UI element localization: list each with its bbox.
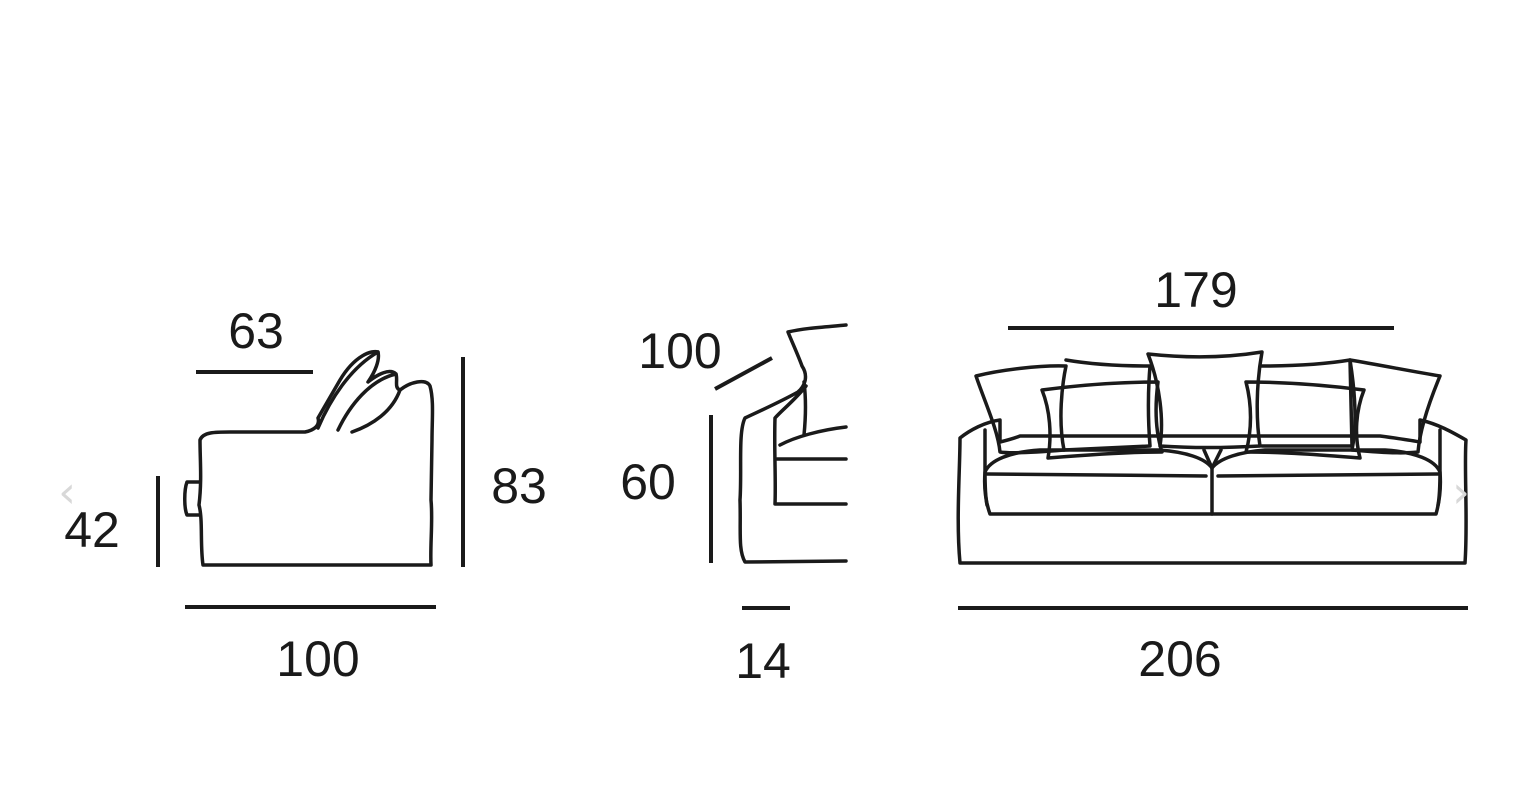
dim-line-diagonal-depth bbox=[714, 356, 773, 391]
side-view-body bbox=[197, 349, 435, 567]
front-view-seat-cushion-left bbox=[982, 448, 1214, 516]
detail-view-back-cushion bbox=[802, 380, 808, 437]
detail-view: 100 60 14 bbox=[620, 323, 848, 689]
label-inner-width: 179 bbox=[1154, 262, 1237, 318]
front-view-center-cushion bbox=[1146, 350, 1264, 450]
detail-view-inner-arm bbox=[772, 384, 848, 506]
previous-image-button[interactable]: ‹ bbox=[52, 462, 82, 522]
front-view-throw-pillow-right bbox=[1244, 380, 1366, 460]
label-total-depth: 100 bbox=[276, 631, 359, 687]
side-view-leg bbox=[183, 480, 202, 517]
front-view-center-divider bbox=[1202, 448, 1223, 470]
front-view-back-cushion-1 bbox=[974, 364, 1068, 455]
label-total-width: 206 bbox=[1138, 631, 1221, 687]
front-view-throw-pillow-left bbox=[1040, 380, 1164, 460]
side-view-cushion-a bbox=[316, 350, 380, 430]
chevron-left-icon: ‹ bbox=[58, 466, 76, 518]
label-arm-width: 14 bbox=[735, 633, 791, 689]
front-view-back-cushion-2 bbox=[1062, 358, 1152, 452]
front-view-seat-cushion-right bbox=[1210, 448, 1443, 516]
side-view-back-edge bbox=[350, 388, 402, 434]
detail-view-arm bbox=[738, 323, 848, 564]
label-diagonal-depth: 100 bbox=[638, 323, 721, 379]
front-view: 179 206 bbox=[956, 262, 1468, 687]
side-view: 63 42 83 100 bbox=[64, 303, 547, 687]
next-image-button[interactable]: › bbox=[1446, 462, 1476, 522]
label-seat-depth: 63 bbox=[228, 303, 284, 359]
label-total-height: 83 bbox=[491, 458, 547, 514]
front-view-back-cushion-4 bbox=[1348, 358, 1442, 455]
front-view-back-cushion-3 bbox=[1259, 358, 1354, 448]
side-view-cushion-b bbox=[336, 372, 398, 432]
front-view-seat-front-edge bbox=[985, 472, 1440, 478]
chevron-right-icon: › bbox=[1452, 466, 1470, 518]
label-arm-height: 60 bbox=[620, 454, 676, 510]
label-seat-height: 42 bbox=[64, 502, 120, 558]
detail-view-seat-top bbox=[778, 425, 848, 447]
